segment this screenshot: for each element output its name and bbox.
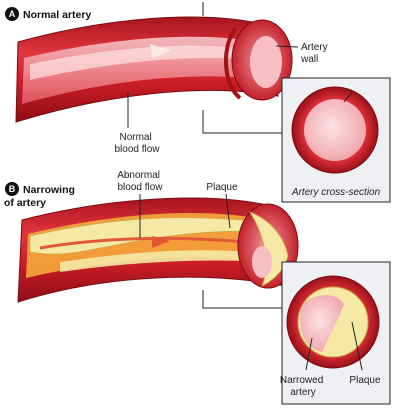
inset-a-connector (202, 110, 282, 134)
abnormal-flow-arrow-icon (152, 236, 170, 248)
cross-section-caption: Artery cross-section (291, 187, 381, 198)
cross-section-inset-b: Narrowed artery Plaque (280, 261, 391, 405)
section-a-badge (5, 7, 19, 21)
plaque-pointer-top (225, 193, 231, 229)
section-b-badge-letter: B (9, 184, 16, 194)
plaque-label-inset: Plaque (349, 375, 381, 386)
inset-wall-pointer (343, 91, 353, 103)
narrowed-artery-label: Narrowed artery (280, 375, 326, 398)
narrowed-artery-tube (17, 197, 299, 303)
inset-b-connector (202, 290, 282, 309)
artery-lumen (304, 99, 366, 161)
abnormal-flow-channel (39, 236, 267, 250)
normal-artery-tube (15, 16, 293, 123)
plaque-inset-pointer (351, 321, 363, 371)
section-b-badge (5, 182, 19, 196)
flow-arrow-icon (150, 44, 172, 58)
abnormal-blood-flow-label: Abnormal blood flow (117, 170, 163, 193)
normal-blood-flow-label: Normal blood flow (114, 132, 160, 155)
cross-section-inset-a: Artery cross-section (281, 77, 391, 203)
narrowed-lumen (300, 295, 344, 352)
artery-wall-label: Artery wall (300, 42, 330, 65)
plaque-label-top: Plaque (206, 182, 238, 193)
section-a-header: A Normal artery (5, 7, 91, 21)
section-b-header: B Narrowing of artery (4, 182, 78, 209)
section-a-badge-letter: A (9, 9, 16, 19)
section-a-title: Normal artery (23, 9, 91, 21)
section-b-title: Narrowing of artery (4, 184, 78, 209)
artery-wall-pointer (275, 45, 299, 48)
narrowed-artery-pointer (305, 337, 313, 371)
